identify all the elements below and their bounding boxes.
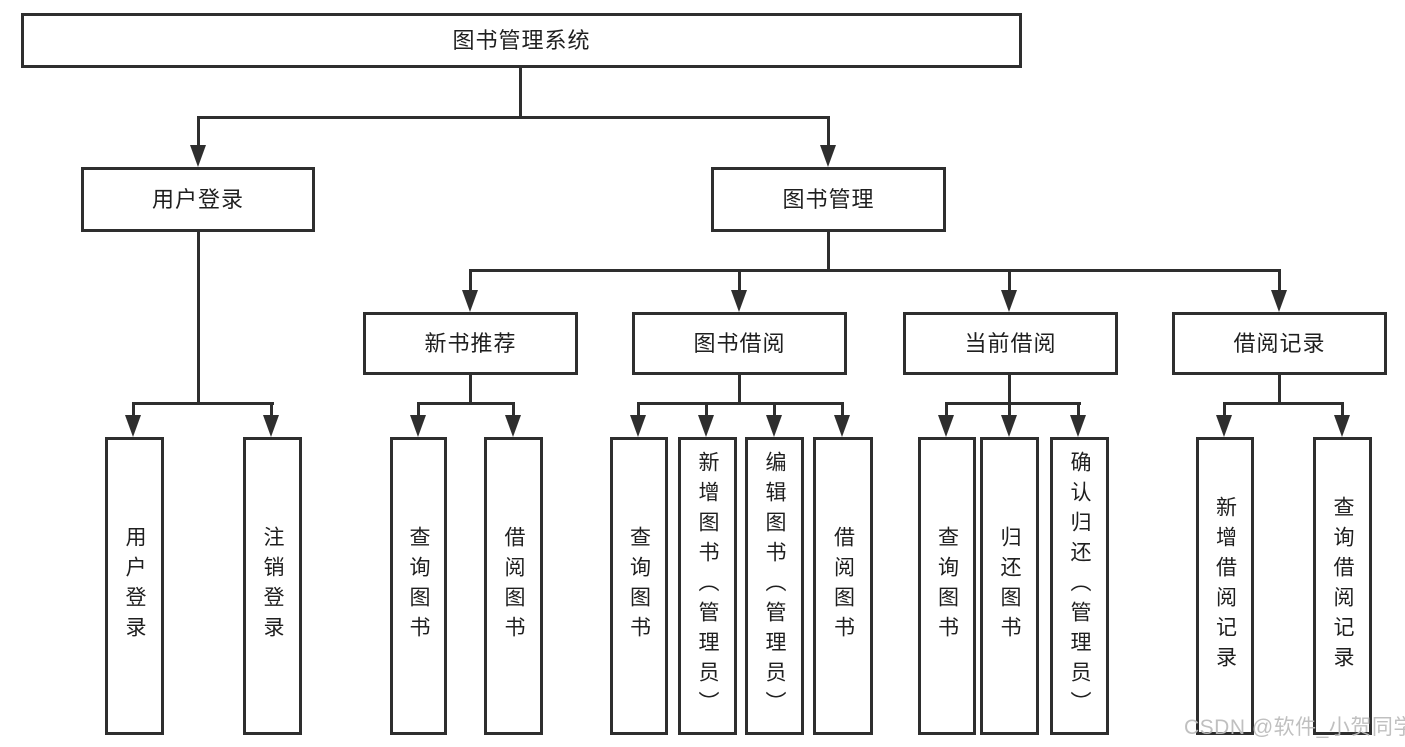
connector-drop-leaf <box>841 402 844 417</box>
arrowhead-down-icon <box>630 415 646 437</box>
arrowhead-down-icon <box>1001 415 1017 437</box>
arrowhead-down-icon <box>263 415 279 437</box>
connector-current-borrowing-stem <box>1008 375 1011 405</box>
arrowhead-down-icon <box>698 415 714 437</box>
node-book-borrowing: 图书借阅 <box>632 312 847 375</box>
arrowhead-down-icon <box>766 415 782 437</box>
leaf-logout-login: 注销登录 <box>243 437 302 735</box>
arrowhead-down-icon <box>462 290 478 312</box>
node-current-borrowing: 当前借阅 <box>903 312 1118 375</box>
arrowhead-down-icon <box>1070 415 1086 437</box>
node-borrowing-records: 借阅记录 <box>1172 312 1387 375</box>
connector-drop-leaf <box>417 402 420 417</box>
connector-user-login-split <box>132 402 274 405</box>
connector-drop-leaf <box>637 402 640 417</box>
connector-book-borrowing-split <box>637 402 844 405</box>
connector-drop-leaf-user-login <box>132 402 135 417</box>
connector-drop-leaf <box>773 402 776 417</box>
leaf-borrow-books: 借阅图书 <box>813 437 873 735</box>
arrowhead-down-icon <box>938 415 954 437</box>
arrowhead-down-icon <box>505 415 521 437</box>
arrowhead-down-icon <box>834 415 850 437</box>
connector-drop-book-management <box>827 116 830 147</box>
arrowhead-down-icon <box>1216 415 1232 437</box>
connector-borrowing-records-split <box>1223 402 1344 405</box>
leaf-edit-books-admin: 编辑图书（管理员） <box>745 437 804 735</box>
node-new-book-recommend: 新书推荐 <box>363 312 578 375</box>
arrowhead-down-icon <box>190 145 206 167</box>
connector-root-split <box>197 116 830 119</box>
node-user-login: 用户登录 <box>81 167 315 232</box>
leaf-confirm-return-admin: 确认归还（管理员） <box>1050 437 1109 735</box>
arrowhead-down-icon <box>1001 290 1017 312</box>
leaf-borrow-books-recommend: 借阅图书 <box>484 437 543 735</box>
connector-drop-borrowing-records <box>1278 269 1281 292</box>
connector-borrowing-records-stem <box>1278 375 1281 405</box>
connector-book-management-stem <box>827 232 830 272</box>
connector-current-borrowing-split <box>945 402 1081 405</box>
connector-drop-leaf <box>945 402 948 417</box>
connector-drop-leaf <box>1341 402 1344 417</box>
arrowhead-down-icon <box>1334 415 1350 437</box>
connector-new-book-recommend-split <box>417 402 515 405</box>
leaf-add-books-admin: 新增图书（管理员） <box>678 437 737 735</box>
connector-book-management-split <box>469 269 1281 272</box>
leaf-query-books-current: 查询图书 <box>918 437 976 735</box>
connector-new-book-recommend-stem <box>469 375 472 405</box>
connector-drop-leaf <box>705 402 708 417</box>
leaf-add-borrow-record: 新增借阅记录 <box>1196 437 1254 735</box>
arrowhead-down-icon <box>731 290 747 312</box>
connector-drop-current-borrowing <box>1008 269 1011 292</box>
connector-drop-leaf <box>1077 402 1080 417</box>
connector-root-stem <box>519 66 522 117</box>
arrowhead-down-icon <box>820 145 836 167</box>
leaf-query-books-recommend: 查询图书 <box>390 437 447 735</box>
connector-drop-leaf-logout <box>270 402 273 417</box>
connector-drop-book-borrowing <box>738 269 741 292</box>
connector-drop-user-login <box>197 116 200 147</box>
node-library-management-system: 图书管理系统 <box>21 13 1022 68</box>
connector-drop-leaf <box>1008 402 1011 417</box>
connector-user-login-stem <box>197 232 200 405</box>
leaf-return-books: 归还图书 <box>980 437 1039 735</box>
connector-book-borrowing-stem <box>738 375 741 405</box>
leaf-user-login: 用户登录 <box>105 437 164 735</box>
arrowhead-down-icon <box>1271 290 1287 312</box>
csdn-watermark: CSDN @软件_小贺同学 <box>1184 716 1405 739</box>
connector-drop-leaf <box>512 402 515 417</box>
connector-drop-new-book-recommend <box>469 269 472 292</box>
arrowhead-down-icon <box>125 415 141 437</box>
connector-drop-leaf <box>1223 402 1226 417</box>
arrowhead-down-icon <box>410 415 426 437</box>
leaf-query-borrow-record: 查询借阅记录 <box>1313 437 1372 735</box>
leaf-query-books-borrowing: 查询图书 <box>610 437 668 735</box>
node-book-management: 图书管理 <box>711 167 946 232</box>
